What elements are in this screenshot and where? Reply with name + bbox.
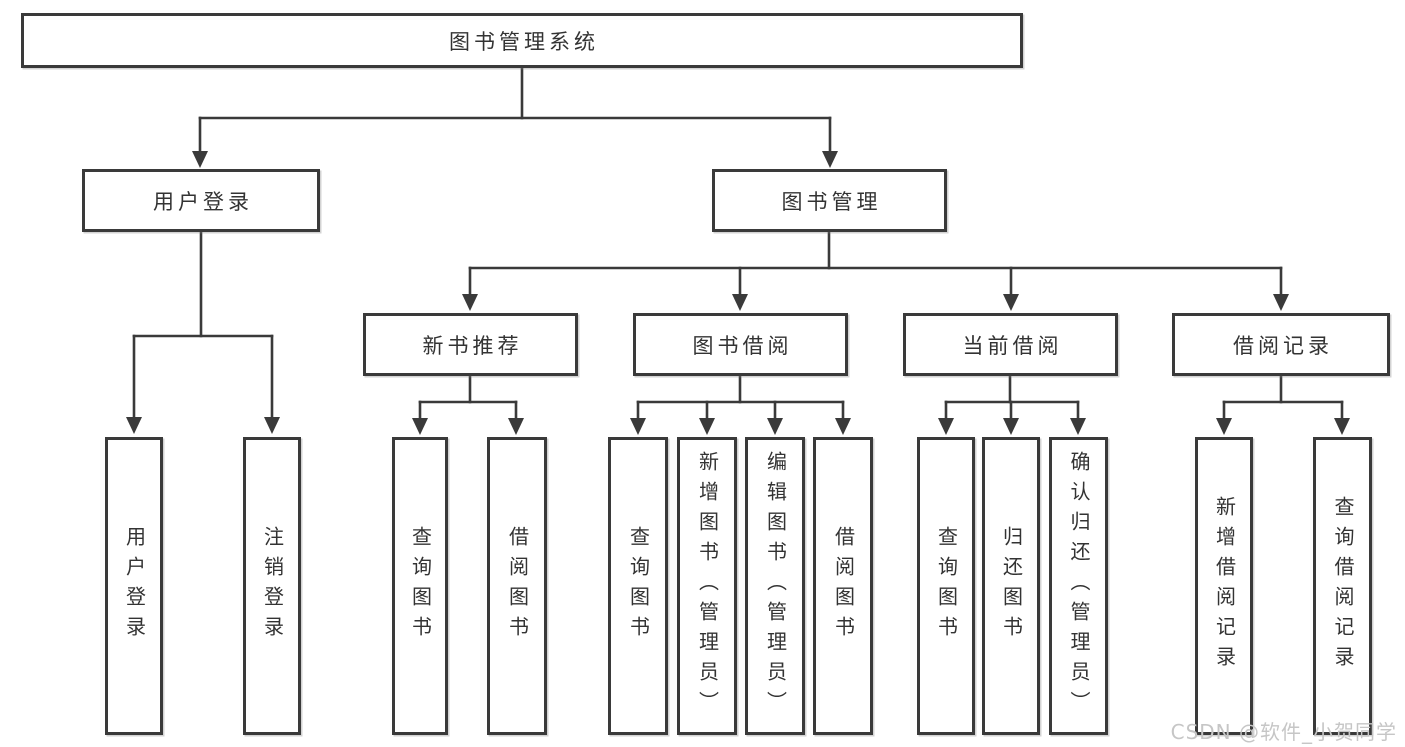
- connector-root-to-level2: [192, 66, 838, 168]
- leaf-bb-borrow-books: 借阅图书: [813, 437, 873, 735]
- connector-user-login-to-leaves: [126, 230, 280, 434]
- leaf-bb-add-books-admin: 新增图书（管理员）: [677, 437, 737, 735]
- leaf-br-add-record: 新增借阅记录: [1195, 437, 1253, 735]
- node-new-book-recommend: 新书推荐: [363, 313, 578, 376]
- node-user-login: 用户登录: [82, 169, 320, 232]
- leaf-br-query-record: 查询借阅记录: [1313, 437, 1372, 735]
- node-current-borrowing: 当前借阅: [903, 313, 1118, 376]
- node-borrowing-records: 借阅记录: [1172, 313, 1390, 376]
- node-book-management: 图书管理: [712, 169, 947, 232]
- leaf-bb-edit-books-admin: 编辑图书（管理员）: [745, 437, 805, 735]
- connector-book-management-to-level3: [462, 230, 1289, 311]
- leaf-bb-query-books: 查询图书: [608, 437, 668, 735]
- leaf-cb-return-books: 归还图书: [982, 437, 1040, 735]
- connector-borrowing-records-to-leaves: [1216, 374, 1350, 435]
- leaf-cb-query-books: 查询图书: [917, 437, 975, 735]
- connector-new-book-recommend-to-leaves: [412, 374, 524, 435]
- connector-book-borrowing-to-leaves: [630, 374, 851, 435]
- csdn-watermark: CSDN @软件_小贺同学: [1170, 720, 1397, 744]
- node-book-borrowing: 图书借阅: [633, 313, 848, 376]
- leaf-user-login: 用户登录: [105, 437, 163, 735]
- leaf-nbr-query-books: 查询图书: [392, 437, 448, 735]
- leaf-cb-confirm-return-admin: 确认归还（管理员）: [1049, 437, 1108, 735]
- node-root-library-system: 图书管理系统: [21, 13, 1023, 68]
- connector-current-borrowing-to-leaves: [938, 374, 1086, 435]
- leaf-nbr-borrow-books: 借阅图书: [487, 437, 547, 735]
- leaf-logout-login: 注销登录: [243, 437, 301, 735]
